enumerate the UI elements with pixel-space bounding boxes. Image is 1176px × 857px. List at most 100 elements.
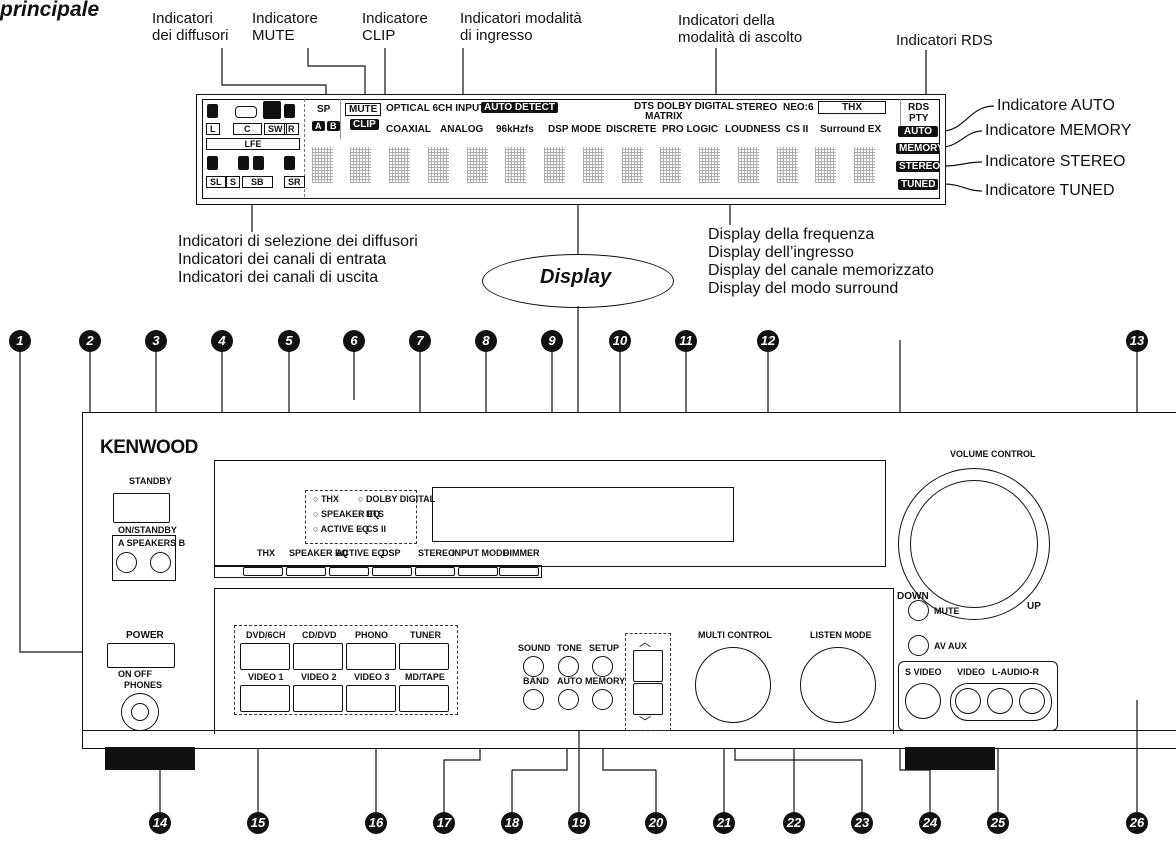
callout-12: 12 — [757, 330, 779, 352]
memory-button[interactable] — [592, 689, 613, 710]
band-label: BAND — [523, 676, 549, 686]
multi-control-knob[interactable] — [695, 647, 771, 723]
power-button[interactable] — [107, 643, 175, 668]
lcd-discrete: DISCRETE — [606, 124, 657, 135]
dsp-button[interactable] — [372, 567, 412, 576]
video3-button[interactable] — [346, 685, 396, 712]
listen-mode-label: LISTEN MODE — [810, 630, 872, 640]
tone-button[interactable] — [558, 656, 579, 677]
phones-jack-inner — [131, 703, 149, 721]
lcd-loudness: LOUDNESS — [725, 124, 781, 135]
input-label-video3: VIDEO 3 — [354, 672, 390, 682]
lcd-tuned: TUNED — [898, 179, 938, 190]
lcd-b: B — [327, 121, 340, 131]
auto-button[interactable] — [558, 689, 579, 710]
input-mode-button[interactable] — [458, 567, 498, 576]
front-display-window — [432, 487, 734, 542]
dot-matrix-char — [544, 147, 565, 183]
tuner-button[interactable] — [399, 643, 449, 670]
lcd-analog: ANALOG — [440, 124, 484, 135]
active-eq-button[interactable] — [329, 567, 369, 576]
video1-button[interactable] — [240, 685, 290, 712]
tuning-up-button[interactable] — [633, 650, 663, 682]
chevron-down-icon: ﹀ — [639, 715, 652, 729]
label-tuned-indicator: Indicatore TUNED — [985, 182, 1115, 199]
video2-button[interactable] — [293, 685, 343, 712]
av-aux-button[interactable] — [908, 635, 929, 656]
lcd-dsp-mode: DSP MODE — [548, 124, 602, 135]
lcd-clip: CLIP — [350, 119, 379, 130]
btn-label-speaker-eq: SPEAKER EQ — [289, 548, 349, 558]
cddvd-button[interactable] — [293, 643, 343, 670]
lcd-optical: OPTICAL 6CH INPUT — [386, 103, 486, 114]
dot-matrix-char — [777, 147, 798, 183]
volume-up-label: UP — [1027, 601, 1041, 612]
label-stereo-indicator: Indicatore STEREO — [985, 153, 1126, 170]
video-jack[interactable] — [955, 688, 981, 714]
label-rds-indicators: Indicatori RDS — [896, 32, 993, 49]
callout-2: 2 — [79, 330, 101, 352]
callout-1: 1 — [9, 330, 31, 352]
thx-button[interactable] — [243, 567, 283, 576]
audio-l-jack[interactable] — [987, 688, 1013, 714]
on-standby-button[interactable] — [113, 493, 170, 523]
volume-down-label: DOWN — [897, 591, 929, 602]
btn-label-thx: THX — [257, 548, 275, 558]
lcd-memory: MEMORY — [896, 143, 944, 154]
brand-logo: KENWOOD — [100, 437, 198, 458]
av-aux-label: AV AUX — [934, 641, 968, 651]
speakers-b-button[interactable] — [150, 552, 171, 573]
standby-label: STANDBY — [129, 476, 172, 486]
mdtape-button[interactable] — [399, 685, 449, 712]
mute-button[interactable] — [908, 600, 929, 621]
ch-s: S — [226, 176, 241, 188]
volume-control-inner — [910, 480, 1038, 608]
input-label-video1: VIDEO 1 — [248, 672, 284, 682]
dimmer-button[interactable] — [499, 567, 539, 576]
audio-r-jack[interactable] — [1019, 688, 1045, 714]
stereo-button[interactable] — [415, 567, 455, 576]
dot-matrix-char — [505, 147, 526, 183]
phono-button[interactable] — [346, 643, 396, 670]
callout-10: 10 — [609, 330, 631, 352]
band-button[interactable] — [523, 689, 544, 710]
lcd-dts: DTS — [634, 101, 654, 112]
setup-button[interactable] — [592, 656, 613, 677]
setup-label: SETUP — [589, 643, 620, 653]
speaker-layout-area — [202, 99, 305, 197]
dvd6ch-button[interactable] — [240, 643, 290, 670]
sound-button[interactable] — [523, 656, 544, 677]
panel-led-box — [305, 490, 417, 544]
speakers-a-button[interactable] — [116, 552, 137, 573]
speakers-ab-label: A SPEAKERS B — [118, 538, 186, 548]
lcd-rds: RDS — [908, 102, 930, 113]
listen-mode-knob[interactable] — [800, 647, 876, 723]
input-label-phono: PHONO — [355, 630, 389, 640]
callout-22: 22 — [783, 812, 805, 834]
tuning-down-button[interactable] — [633, 683, 663, 715]
volume-control-label: VOLUME CONTROL — [950, 449, 1036, 459]
speaker-eq-button[interactable] — [286, 567, 326, 576]
panel-window — [214, 460, 886, 567]
phones-label: PHONES — [124, 680, 163, 690]
input-label-video2: VIDEO 2 — [301, 672, 337, 682]
input-label-cddvd: CD/DVD — [302, 630, 337, 640]
dot-matrix-char — [660, 147, 681, 183]
lcd-sp: SP — [317, 104, 331, 115]
lcd-mute: MUTE — [345, 103, 382, 116]
lcd-khz: 96kHzfs — [496, 124, 534, 135]
ch-l: L — [206, 123, 220, 135]
callout-26: 26 — [1126, 812, 1148, 834]
speaker-icon — [238, 156, 249, 170]
callout-23: 23 — [851, 812, 873, 834]
s-video-jack[interactable] — [905, 683, 941, 719]
power-label: POWER — [126, 630, 164, 641]
s-video-label: S VIDEO — [905, 667, 942, 677]
callout-11: 11 — [675, 330, 697, 352]
audio-lr-label: L-AUDIO-R — [992, 667, 1039, 677]
lcd-surround-ex: Surround EX — [820, 124, 882, 135]
lcd-stereo: STEREO — [736, 102, 778, 113]
